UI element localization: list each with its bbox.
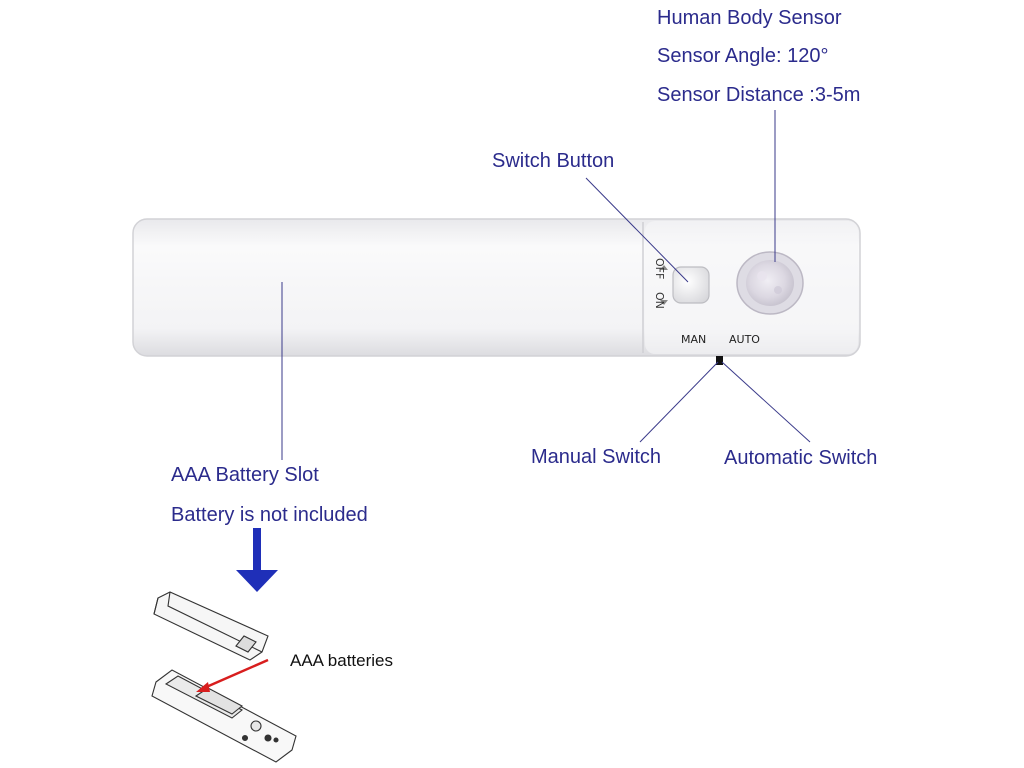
switch-button-label: Switch Button bbox=[492, 150, 615, 172]
battery-compartment bbox=[151, 669, 297, 763]
battery-note-label: Battery is not included bbox=[171, 504, 368, 526]
sensor-distance: Sensor Distance :3-5m bbox=[657, 84, 861, 106]
man-label: MAN bbox=[681, 333, 707, 346]
auto-label: AUTO bbox=[729, 333, 760, 346]
leader-lines bbox=[281, 110, 811, 460]
pir-sensor bbox=[736, 251, 804, 315]
down-arrow-icon bbox=[236, 528, 278, 592]
battery-cover bbox=[153, 591, 269, 661]
sensor-title: Human Body Sensor bbox=[657, 7, 842, 29]
aaa-batteries-label: AAA batteries bbox=[290, 651, 394, 670]
manual-switch-label: Manual Switch bbox=[531, 446, 662, 468]
red-arrow-icon bbox=[196, 658, 269, 692]
mode-switch-slot bbox=[716, 356, 723, 365]
off-label: OFF bbox=[653, 258, 666, 280]
automatic-switch-label: Automatic Switch bbox=[724, 447, 878, 469]
battery-slot-label: AAA Battery Slot bbox=[171, 464, 319, 486]
on-label: ON bbox=[653, 292, 666, 309]
sensor-angle: Sensor Angle: 120° bbox=[657, 45, 829, 67]
